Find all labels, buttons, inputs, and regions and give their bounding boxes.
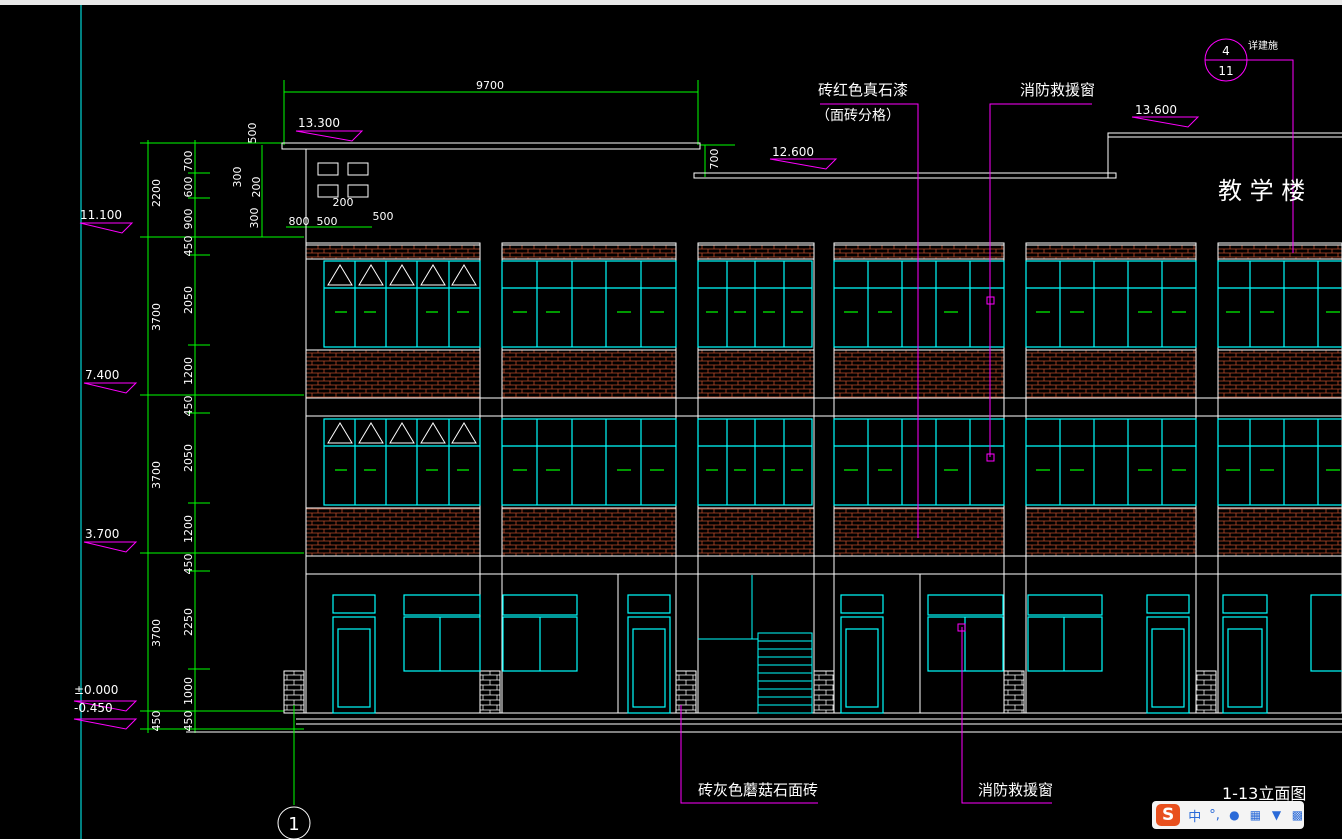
dim-left-top-3: 900: [182, 209, 195, 230]
window-top-strip: [0, 0, 1342, 5]
top-span-dimension: [283, 80, 699, 145]
dim-small-3: 300: [248, 208, 261, 229]
dim-floor-total-3: 450: [150, 711, 163, 732]
elevation-3: ±0.000: [74, 683, 118, 697]
roof-parapets: [281, 132, 1342, 243]
ground-floor: [332, 594, 1342, 714]
callout-label: 详建施: [1248, 39, 1278, 52]
dim-floor-part-2: 450: [182, 396, 195, 417]
small-dimension-lines: [286, 144, 735, 228]
windows-upper: [323, 260, 1342, 506]
annotation-leaders: [680, 38, 1294, 804]
callout-top: 4: [1222, 44, 1230, 58]
dim-floor-total-0: 3700: [150, 303, 163, 331]
dim-floor-part-7: 1000: [182, 677, 195, 705]
elevation-1: 7.400: [85, 368, 119, 382]
dim-small-7: 500: [373, 210, 394, 223]
elevation-2: 3.700: [85, 527, 119, 541]
elevation-7: 13.600: [1135, 103, 1177, 117]
dim-left-top-1: 700: [182, 151, 195, 172]
dim-floor-part-3: 2050: [182, 444, 195, 472]
dim-left-top-4: 450: [182, 236, 195, 257]
grid-icon[interactable]: ▩: [1291, 808, 1304, 822]
building-name: 教 学 楼: [1218, 177, 1305, 205]
note-base-tile: 砖灰色蘑菇石面砖: [698, 781, 818, 799]
elevation-0: 11.100: [80, 208, 122, 222]
roof-vents: [317, 162, 369, 198]
dim-floor-total-2: 3700: [150, 619, 163, 647]
left-dimension-chains: [140, 140, 304, 733]
dim-floor-part-8: 450: [182, 711, 195, 732]
window-triangles: [327, 264, 477, 444]
keyboard-icon[interactable]: ▦: [1249, 808, 1262, 822]
cad-drawing-canvas[interactable]: 9700 2200 700 600 900 450 3700 3700 3700…: [0, 5, 1342, 839]
dim-floor-part-0: 2050: [182, 286, 195, 314]
grid-axis-bubble: [277, 806, 311, 839]
elevation-4: -0.450: [74, 701, 113, 715]
dim-floor-part-6: 2250: [182, 608, 195, 636]
note-paint-sub: （面砖分格）: [816, 108, 900, 124]
drawing-title: 1-13立面图: [1222, 784, 1306, 803]
stair: [698, 575, 813, 714]
dim-floor-part-1: 1200: [182, 357, 195, 385]
dim-small-2: 200: [250, 177, 263, 198]
dim-small-6: 200: [333, 196, 354, 209]
note-rescue-window-top: 消防救援窗: [1020, 81, 1095, 99]
dim-floor-part-4: 1200: [182, 515, 195, 543]
elevation-markers: [73, 116, 1200, 730]
elevation-5: 13.300: [298, 116, 340, 130]
ime-punctuation-toggle[interactable]: °,: [1209, 807, 1220, 823]
dim-small-1: 300: [231, 167, 244, 188]
window-handles: [335, 311, 1340, 471]
dim-left-top-0: 2200: [150, 179, 163, 207]
grid-axis-label: 1: [288, 814, 299, 835]
dim-floor-part-5: 450: [182, 554, 195, 575]
ime-toolbar[interactable]: S 中 °, ● ▦ ▼ ▩: [1152, 801, 1304, 829]
microphone-icon[interactable]: ●: [1229, 808, 1240, 822]
dim-small-4: 800: [289, 215, 310, 228]
note-paint: 砖红色真石漆: [818, 81, 908, 99]
shirt-icon[interactable]: ▼: [1271, 808, 1282, 822]
dim-floor-total-1: 3700: [150, 461, 163, 489]
callout-bottom: 11: [1218, 64, 1233, 78]
dim-top-span: 9700: [476, 79, 504, 92]
elevation-6: 12.600: [772, 145, 814, 159]
dim-small-0: 500: [246, 123, 259, 144]
sogou-logo-icon[interactable]: S: [1156, 804, 1181, 826]
note-rescue-window-bottom: 消防救援窗: [978, 781, 1053, 799]
dim-small-5: 500: [317, 215, 338, 228]
ime-language-toggle[interactable]: 中: [1188, 809, 1202, 825]
dim-left-top-2: 600: [182, 177, 195, 198]
dim-small-8: 700: [708, 149, 721, 170]
facade: [186, 242, 1342, 733]
